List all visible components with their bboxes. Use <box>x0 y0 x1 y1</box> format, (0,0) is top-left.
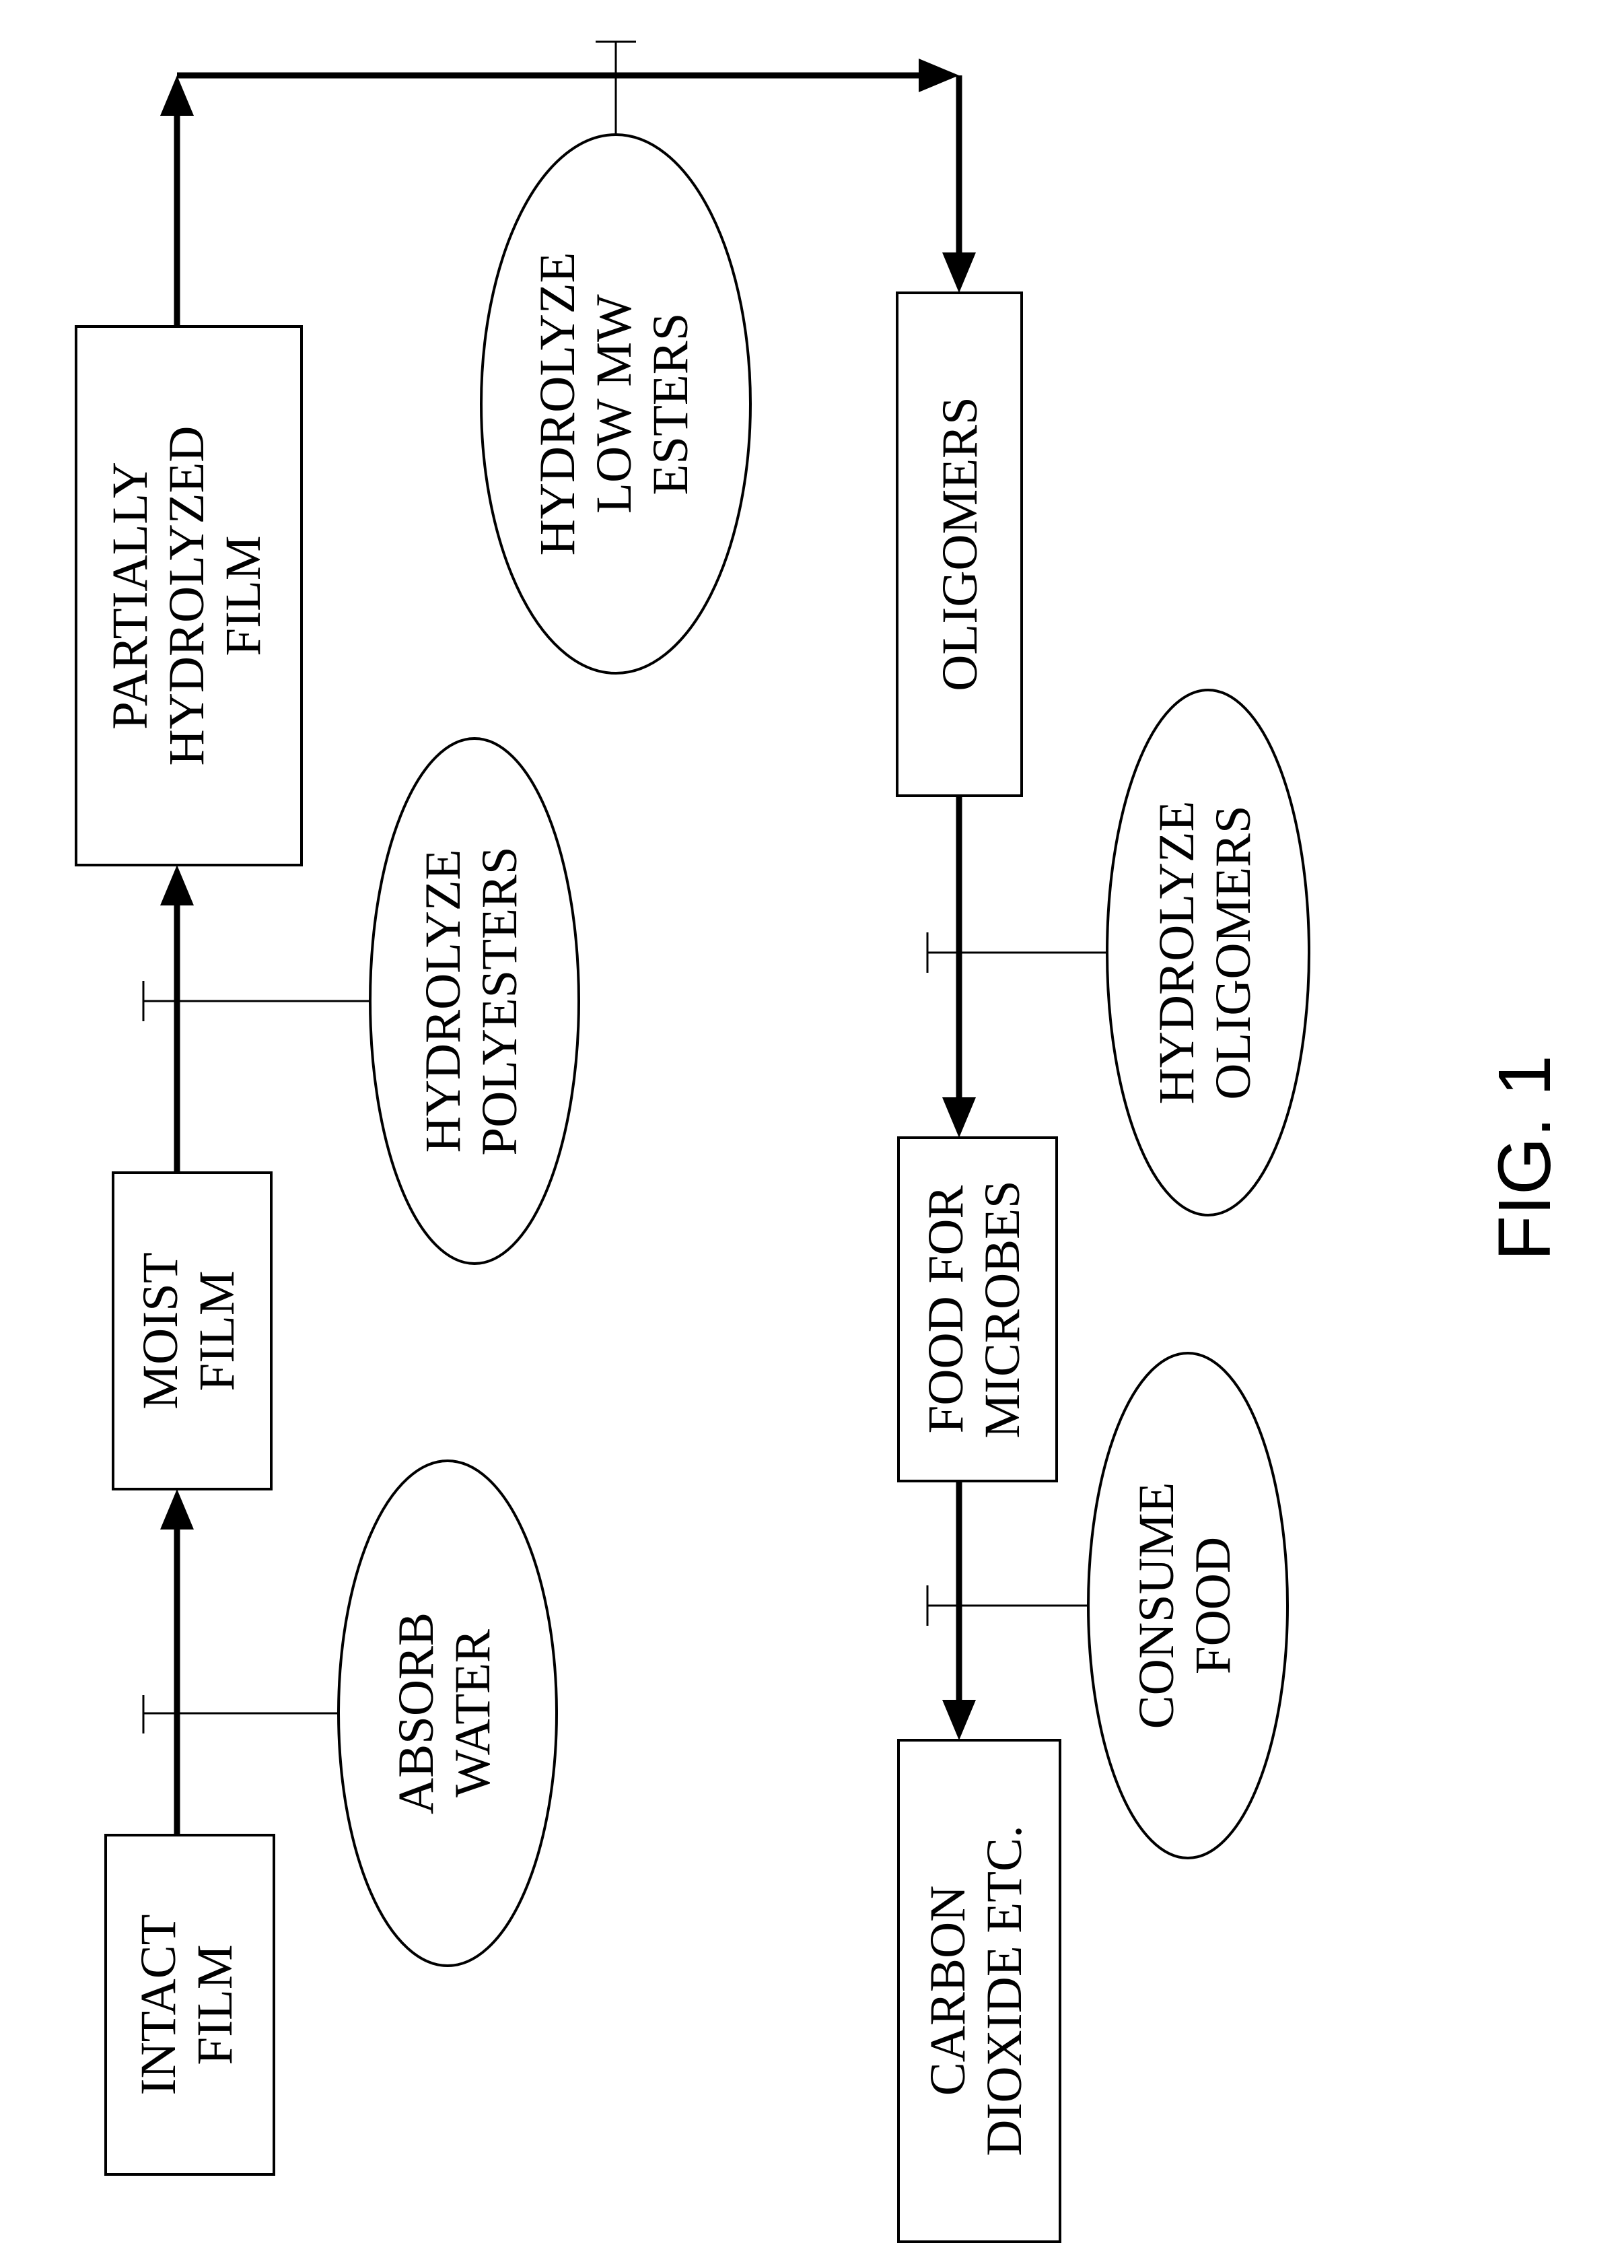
oval-consume-food-line-1: CONSUME <box>1129 1482 1185 1729</box>
box-intact-film-line-2: FILM <box>187 1944 243 2065</box>
box-intact-film-line-1: INTACT <box>131 1915 186 2096</box>
oval-low-mw-line-2: LOW MW <box>586 294 642 514</box>
box-partially-hydrolyzed-film: PARTIALLY HYDROLYZED FILM <box>76 327 302 865</box>
box-partial-line-3: FILM <box>215 535 271 656</box>
arrowhead-intact-to-moist <box>160 1489 194 1530</box>
box-carbon-dioxide: CARBON DIOXIDE ETC. <box>898 1740 1060 2242</box>
box-moist-film: MOIST FILM <box>113 1173 271 1489</box>
oval-polyesters-line-1: HYDROLYZE <box>415 850 471 1153</box>
oval-hydrolyze-oligomers: HYDROLYZE OLIGOMERS <box>1107 690 1309 1215</box>
stem-absorb-water <box>143 1695 339 1733</box>
stem-hydrolyze-oligomers <box>927 932 1107 973</box>
arrowhead-rail-right <box>919 59 959 92</box>
box-food-for-microbes: FOOD FOR MICROBES <box>898 1138 1057 1481</box>
stem-consume-food <box>927 1585 1090 1626</box>
figure-label-group: FIG. 1 <box>1483 1055 1566 1261</box>
arrowhead-partial-up <box>160 75 194 116</box>
oval-absorb-water-line-1: ABSORB <box>388 1612 444 1814</box>
oval-oligomers-line-1: HYDROLYZE <box>1149 801 1205 1105</box>
box-moist-film-line-2: FILM <box>189 1270 245 1391</box>
oval-consume-food: CONSUME FOOD <box>1088 1353 1287 1858</box>
arrowhead-food <box>942 1097 976 1138</box>
box-carbon-line-2: DIOXIDE ETC. <box>977 1825 1032 2156</box>
arrowhead-oligomers <box>942 252 976 293</box>
oval-absorb-water: ABSORB WATER <box>339 1461 557 1966</box>
oval-hydrolyze-low-mw-esters: HYDROLYZE LOW MW ESTERS <box>481 135 750 673</box>
oval-hydrolyze-polyesters: HYDROLYZE POLYESTERS <box>370 738 579 1264</box>
oval-absorb-water-line-2: WATER <box>445 1629 501 1797</box>
box-intact-film: INTACT FILM <box>106 1835 274 2174</box>
box-partial-line-1: PARTIALLY <box>102 462 158 730</box>
box-partial-line-2: HYDROLYZED <box>159 426 215 766</box>
arrowhead-moist-to-partial <box>160 865 194 905</box>
box-oligomers-line-1: OLIGOMERS <box>932 397 988 691</box>
stem-hydrolyze-low-mw-esters <box>596 42 636 135</box>
oval-oligomers-line-2: OLIGOMERS <box>1205 805 1261 1100</box>
box-oligomers: OLIGOMERS <box>897 293 1022 796</box>
box-moist-film-line-1: MOIST <box>133 1252 188 1409</box>
oval-polyesters-line-2: POLYESTERS <box>472 846 528 1155</box>
box-food-line-2: MICROBES <box>975 1180 1030 1438</box>
oval-consume-food-line-2: FOOD <box>1185 1537 1241 1674</box>
box-food-line-1: FOOD FOR <box>918 1185 974 1434</box>
box-carbon-line-1: CARBON <box>920 1886 976 2096</box>
figure-label: FIG. 1 <box>1483 1055 1566 1261</box>
oval-low-mw-line-1: HYDROLYZE <box>530 252 586 556</box>
arrowhead-carbon <box>942 1700 976 1740</box>
oval-low-mw-line-3: ESTERS <box>643 313 699 495</box>
